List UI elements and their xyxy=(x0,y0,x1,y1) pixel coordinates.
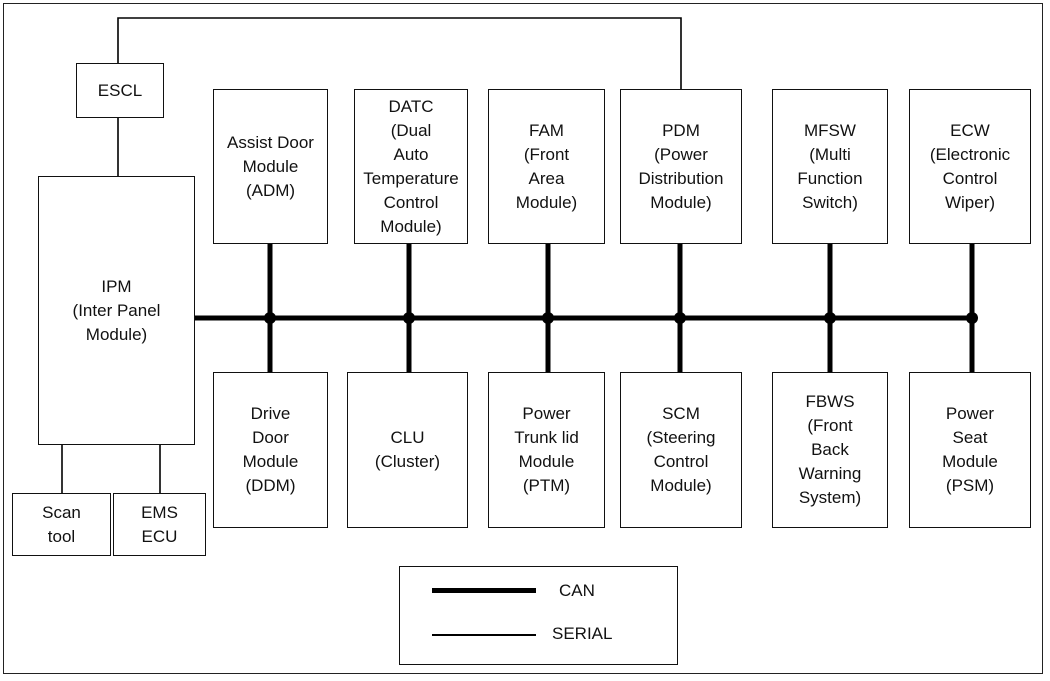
ecw-box: ECW (Electronic Control Wiper) xyxy=(909,89,1031,244)
fbws-box: FBWS (Front Back Warning System) xyxy=(772,372,888,528)
can-junction xyxy=(264,312,276,324)
fam-box: FAM (Front Area Module) xyxy=(488,89,605,244)
psm-box: Power Seat Module (PSM) xyxy=(909,372,1031,528)
legend-serial-label: SERIAL xyxy=(552,624,613,643)
can-junction xyxy=(542,312,554,324)
can-junction xyxy=(966,312,978,324)
serial-line-escl-pdm xyxy=(117,17,682,89)
ipm-box: IPM (Inter Panel Module) xyxy=(38,176,195,445)
clu-box: CLU (Cluster) xyxy=(347,372,468,528)
can-junction xyxy=(824,312,836,324)
adm-box: Assist Door Module (ADM) xyxy=(213,89,328,244)
ddm-box: Drive Door Module (DDM) xyxy=(213,372,328,528)
scm-box: SCM (Steering Control Module) xyxy=(620,372,742,528)
legend: CAN SERIAL xyxy=(399,566,678,665)
can-junction xyxy=(403,312,415,324)
can-junction xyxy=(674,312,686,324)
pdm-box: PDM (Power Distribution Module) xyxy=(620,89,742,244)
ptm-box: Power Trunk lid Module (PTM) xyxy=(488,372,605,528)
escl-box: ESCL xyxy=(76,63,164,118)
legend-can-line xyxy=(432,588,536,593)
legend-serial-line xyxy=(432,634,536,636)
scan-tool-box: Scan tool xyxy=(12,493,111,556)
ems-ecu-box: EMS ECU xyxy=(113,493,206,556)
datc-box: DATC (Dual Auto Temperature Control Modu… xyxy=(354,89,468,244)
legend-can-label: CAN xyxy=(559,581,595,600)
mfsw-box: MFSW (Multi Function Switch) xyxy=(772,89,888,244)
